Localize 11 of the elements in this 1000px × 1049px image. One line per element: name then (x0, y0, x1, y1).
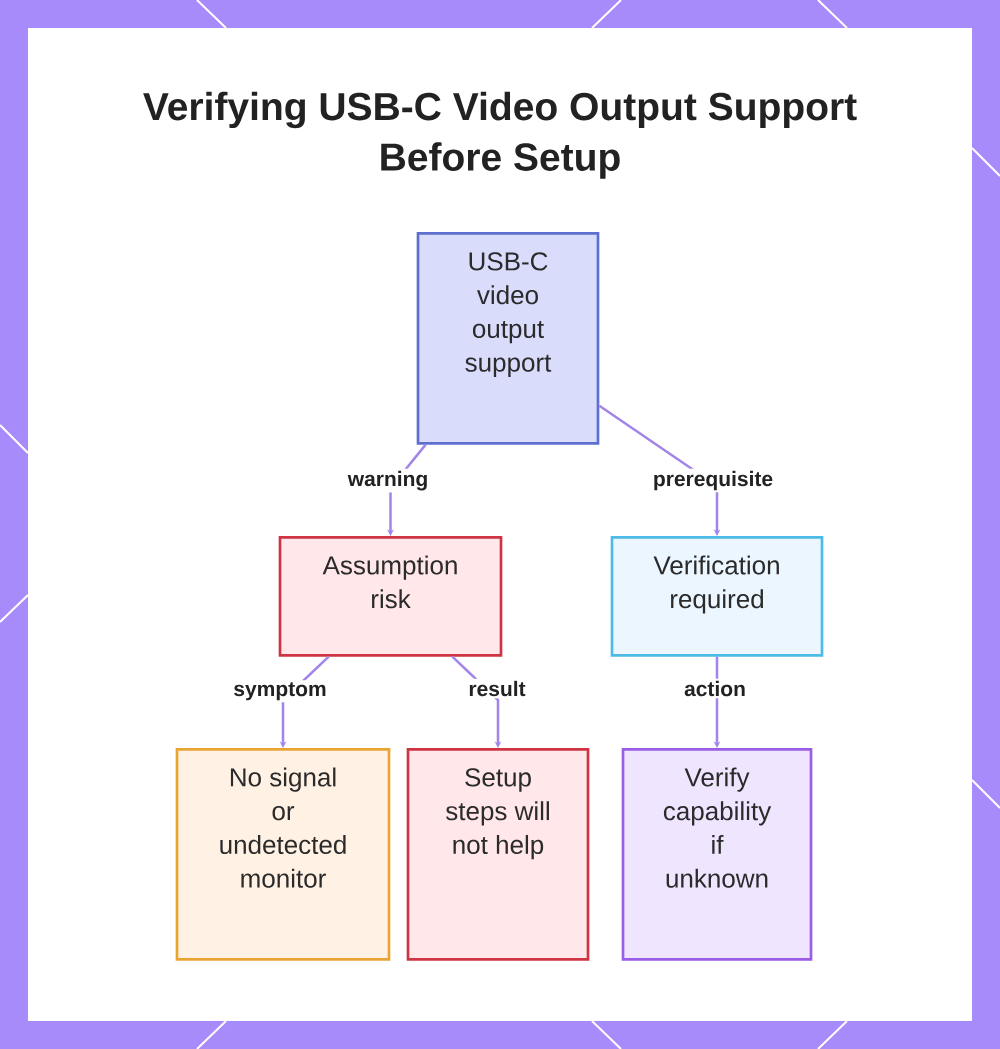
process-box: USB-C video output support (416, 232, 600, 445)
process-box: Assumption risk (278, 536, 503, 657)
edge-label: action (682, 678, 748, 699)
process-box: Verify capability if unknown (621, 748, 813, 961)
edge-label: prerequisite (650, 468, 776, 493)
process-box: No signal or undetected monitor (175, 748, 391, 961)
process-box: Setup steps will not help (406, 748, 590, 961)
title: Verifying USB-C Video Output Support Before Setup (143, 91, 857, 179)
edge-label: result (466, 678, 528, 699)
process-box: Verification required (610, 536, 824, 657)
edge-label: symptom (231, 680, 329, 703)
